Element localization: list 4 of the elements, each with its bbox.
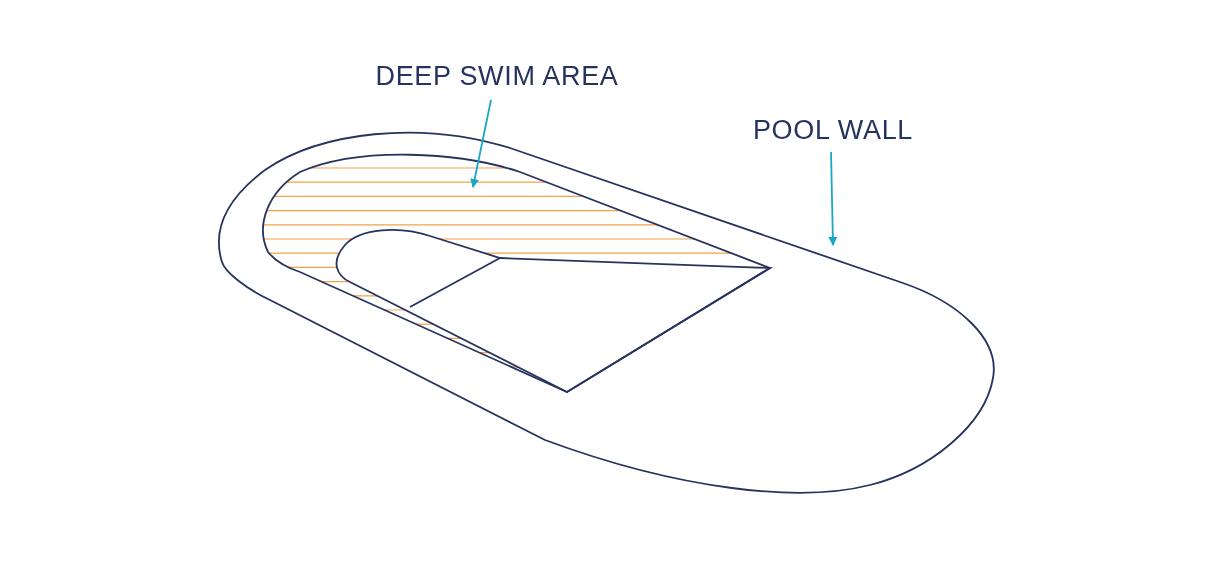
leader-arrow bbox=[470, 99, 492, 188]
callout-label: POOL WALL bbox=[752, 114, 914, 147]
callout-label: DEEP SWIM AREA bbox=[375, 60, 619, 93]
leader-arrow bbox=[828, 151, 838, 246]
